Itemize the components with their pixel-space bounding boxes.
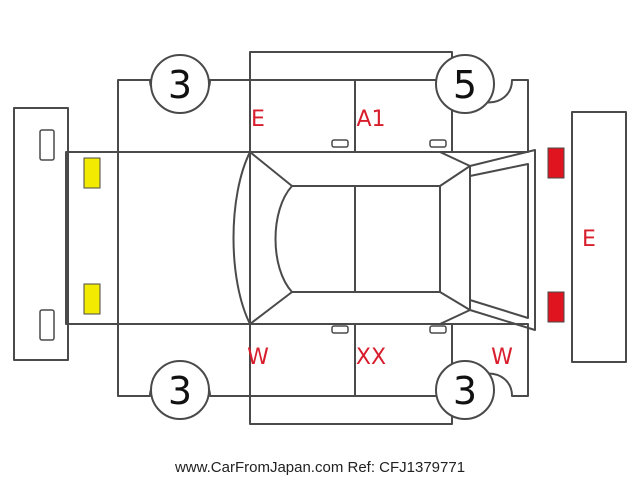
code-right-rear-door: XX <box>356 345 386 370</box>
reference-footer: www.CarFromJapan.com Ref: CFJ1379771 <box>174 459 465 476</box>
tire-rear-left-rating: 5 <box>453 63 477 107</box>
tire-rear-left: 5 <box>435 54 495 114</box>
rear-bumper <box>571 111 627 363</box>
code-right-rear-fender: W <box>491 345 513 370</box>
front-bumper <box>13 107 69 361</box>
tire-rear-right-rating: 3 <box>453 369 477 413</box>
tire-rear-right: 3 <box>435 360 495 420</box>
code-left-rear-door: A1 <box>356 107 385 132</box>
code-right-front-door: W <box>247 345 269 370</box>
code-left-front-door: E <box>251 107 265 132</box>
tire-front-left: 3 <box>150 54 210 114</box>
tire-front-right: 3 <box>150 360 210 420</box>
rear-left-light-marker <box>547 147 565 179</box>
tire-front-left-rating: 3 <box>168 63 192 107</box>
front-right-light-marker <box>83 283 101 315</box>
rear-right-light-marker <box>547 291 565 323</box>
front-left-light-marker <box>83 157 101 189</box>
code-rear-panel: E <box>582 227 596 252</box>
car-body <box>65 149 536 331</box>
tire-front-right-rating: 3 <box>168 369 192 413</box>
